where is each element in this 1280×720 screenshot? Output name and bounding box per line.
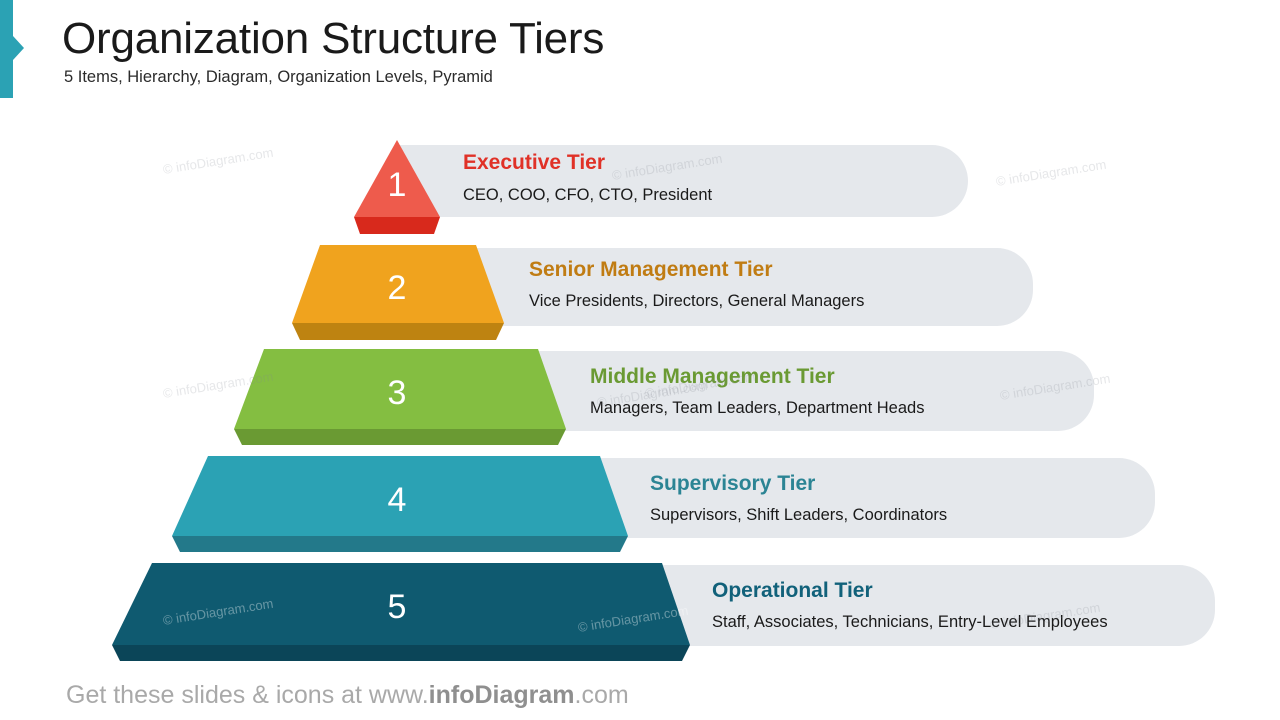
footer-promo: Get these slides & icons at www.infoDiag… (66, 681, 629, 710)
tier-bar-3 (500, 351, 1094, 431)
tier-base-5 (112, 645, 690, 661)
tier-base-4 (172, 536, 628, 552)
tier-desc-5: Staff, Associates, Technicians, Entry-Le… (712, 613, 1108, 631)
watermark: © infoDiagram.com (161, 144, 275, 177)
tier-bar-5 (620, 565, 1215, 646)
page-subtitle: 5 Items, Hierarchy, Diagram, Organizatio… (64, 68, 493, 86)
watermark: © infoDiagram.com (994, 156, 1108, 189)
tier-shape-3[interactable] (224, 347, 572, 447)
tier-bar-2 (440, 248, 1033, 326)
page-title: Organization Structure Tiers (62, 14, 605, 63)
tier-title-4: Supervisory Tier (650, 472, 816, 495)
tier-base-2 (292, 323, 504, 340)
tier-bar-4 (560, 458, 1155, 538)
footer-suffix: .com (574, 681, 629, 709)
left-accent-bar (0, 0, 13, 98)
tier-face-3 (234, 349, 566, 429)
tier-desc-2: Vice Presidents, Directors, General Mana… (529, 292, 865, 310)
tier-desc-1: CEO, COO, CFO, CTO, President (463, 186, 713, 204)
tier-title-5: Operational Tier (712, 579, 873, 602)
tier-shape-4[interactable] (164, 454, 634, 554)
tier-face-2 (292, 245, 504, 323)
tier-shape-1[interactable] (349, 137, 449, 237)
tier-desc-3: Managers, Team Leaders, Department Heads (590, 399, 925, 417)
footer-brand: infoDiagram (428, 681, 575, 709)
tier-face-5 (112, 563, 690, 645)
tier-shape-5[interactable] (104, 561, 696, 663)
tier-face-4 (172, 456, 628, 536)
tier-base-3 (234, 429, 566, 445)
footer-prefix: Get these slides & icons at www. (66, 681, 429, 709)
tier-desc-4: Supervisors, Shift Leaders, Coordinators (650, 506, 948, 524)
accent-arrow-icon (13, 36, 24, 60)
tier-title-3: Middle Management Tier (590, 365, 835, 388)
tier-face-1 (354, 140, 440, 217)
tier-shape-2[interactable] (284, 243, 510, 341)
tier-title-2: Senior Management Tier (529, 258, 773, 281)
tier-bar-1 (396, 145, 968, 217)
tier-title-1: Executive Tier (463, 151, 606, 174)
tier-base-1 (354, 217, 440, 234)
